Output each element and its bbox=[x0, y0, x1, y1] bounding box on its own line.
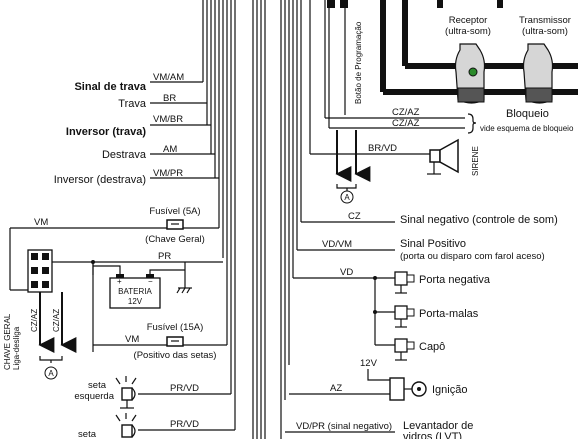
receptor-title: Receptor bbox=[449, 15, 488, 26]
wire-color-trava: BR bbox=[163, 93, 176, 104]
transmissor-title: Transmissor bbox=[519, 15, 571, 26]
master-switch-section: CZ/AZ CZ/AZ CHAVE GERAL Liga-desliga A bbox=[3, 249, 77, 380]
fuse-5a-caption: (Chave Geral) bbox=[145, 234, 205, 245]
connector-a-top: A bbox=[335, 130, 371, 204]
fuse-5a-section: Fusível (5A) (Chave Geral) VM bbox=[9, 206, 219, 290]
fuse-15a-wire: VM bbox=[125, 334, 139, 345]
window-wire: VD/PR (sinal negativo) bbox=[296, 421, 392, 432]
fuse-5a-label: Fusível (5A) bbox=[149, 206, 200, 217]
battery-section: PR + − BATERIA 12V bbox=[60, 251, 223, 352]
connector-a-left-label: A bbox=[48, 369, 54, 378]
master-switch-wire-2: CZ/AZ bbox=[52, 309, 61, 332]
battery-wire: PR bbox=[158, 251, 171, 262]
ignition-wire: AZ bbox=[330, 383, 342, 394]
left-turn-signal: PR/VD seta esquerda bbox=[74, 376, 231, 409]
central-harness bbox=[202, 0, 346, 439]
connector-a-top-label: A bbox=[344, 193, 350, 202]
svg-text:−: − bbox=[148, 277, 153, 286]
wire-label-destrava: Destrava bbox=[102, 149, 147, 161]
battery-icon: + − BATERIA 12V bbox=[109, 274, 161, 309]
left-wire-list: Sinal de trava VM/AM Trava BR Inversor (… bbox=[54, 72, 219, 186]
positive-signal-label: Sinal Positivo bbox=[400, 238, 466, 250]
wire-color-inversor-trava: VM/BR bbox=[153, 114, 183, 125]
svg-text:+: + bbox=[117, 277, 122, 286]
master-switch-sub: Liga-desliga bbox=[12, 326, 21, 370]
lock-label: Bloqueio bbox=[506, 108, 549, 120]
window-label: Levantador de bbox=[403, 420, 473, 432]
siren-label: SIRENE bbox=[471, 146, 480, 176]
fuse-15a-label: Fusível (15A) bbox=[147, 322, 204, 333]
receptor-sub: (ultra-som) bbox=[445, 26, 491, 37]
positive-signal-wire: VD/VM bbox=[322, 239, 352, 250]
lock-section: CZ/AZ CZ/AZ Bloqueio vide esquema de blo… bbox=[325, 107, 574, 134]
wire-label-inversor-trava: Inversor (trava) bbox=[66, 126, 146, 138]
door-label-3: Capô bbox=[419, 341, 445, 353]
lock-wire-2: CZ/AZ bbox=[392, 118, 420, 129]
door-switch-icon-2 bbox=[394, 305, 415, 328]
siren-icon bbox=[427, 138, 459, 175]
lock-wire-1: CZ/AZ bbox=[392, 107, 420, 118]
left-arrow-line1: seta bbox=[88, 380, 107, 391]
ignition-key-icon bbox=[389, 377, 427, 401]
ultrasound-module: Receptor (ultra-som) Transmissor (ultra-… bbox=[380, 0, 578, 104]
wire-label-sinal-trava: Sinal de trava bbox=[74, 81, 146, 93]
master-switch-icon bbox=[27, 249, 53, 293]
door-switches: VD Porta negativa Porta-malas Capô bbox=[293, 267, 491, 361]
master-switch-label: CHAVE GERAL bbox=[3, 313, 12, 370]
ignition-voltage: 12V bbox=[360, 358, 378, 369]
window-sub: vidros (LVT) bbox=[403, 431, 462, 439]
left-arrow-line2: esquerda bbox=[74, 391, 114, 402]
sound-signal: CZ Sinal negativo (controle de som) bbox=[301, 211, 558, 226]
ground-icon bbox=[176, 287, 192, 294]
master-switch-wire-1: CZ/AZ bbox=[30, 309, 39, 332]
positive-signal-sub: (porta ou disparo com farol aceso) bbox=[400, 251, 545, 262]
right-lamp-icon bbox=[115, 413, 137, 438]
lock-note: vide esquema de bloqueio bbox=[480, 124, 574, 133]
programming-button-label: Botão de Programação bbox=[354, 21, 363, 104]
fuse-15a-caption: (Positivo das setas) bbox=[134, 350, 217, 361]
positive-signal: VD/VM Sinal Positivo (porta ou disparo c… bbox=[297, 238, 545, 262]
door-label-1: Porta negativa bbox=[419, 274, 491, 286]
battery-voltage: 12V bbox=[128, 297, 143, 306]
siren-wire: BR/VD bbox=[368, 143, 397, 154]
door-switch-icon-3 bbox=[394, 338, 415, 361]
window-section: VD/PR (sinal negativo) Levantador de vid… bbox=[285, 420, 473, 439]
ignition-label: Ignição bbox=[432, 384, 467, 396]
sound-signal-wire: CZ bbox=[348, 211, 361, 222]
wire-color-sinal-trava: VM/AM bbox=[153, 72, 184, 83]
left-lamp-icon bbox=[115, 376, 137, 409]
wire-color-destrava: AM bbox=[163, 144, 177, 155]
fuse-5a-wire: VM bbox=[34, 217, 48, 228]
transmissor-sensor-icon bbox=[522, 43, 554, 104]
programming-button: Botão de Programação bbox=[327, 0, 363, 104]
right-arrow-line1: seta bbox=[78, 429, 97, 439]
fuse-15a-section: Fusível (15A) VM (Positivo das setas) bbox=[93, 322, 227, 361]
ignition-section: AZ 12V Ignição bbox=[289, 358, 467, 401]
left-arrow-wire: PR/VD bbox=[170, 383, 199, 394]
receptor-sensor-icon bbox=[454, 43, 486, 104]
right-turn-signal: PR/VD seta direita bbox=[78, 413, 235, 439]
siren-section: BR/VD SIRENE bbox=[310, 138, 480, 176]
wire-color-inversor-destrava: VM/PR bbox=[153, 168, 183, 179]
door-label-2: Porta-malas bbox=[419, 308, 479, 320]
door-switch-icon-1 bbox=[394, 271, 415, 294]
battery-label: BATERIA bbox=[118, 287, 152, 296]
sound-signal-label: Sinal negativo (controle de som) bbox=[400, 214, 558, 226]
wire-label-trava: Trava bbox=[118, 98, 147, 110]
wire-label-inversor-destrava: Inversor (destrava) bbox=[54, 174, 146, 186]
transmissor-sub: (ultra-som) bbox=[522, 26, 568, 37]
right-arrow-wire: PR/VD bbox=[170, 419, 199, 430]
doors-wire: VD bbox=[340, 267, 353, 278]
